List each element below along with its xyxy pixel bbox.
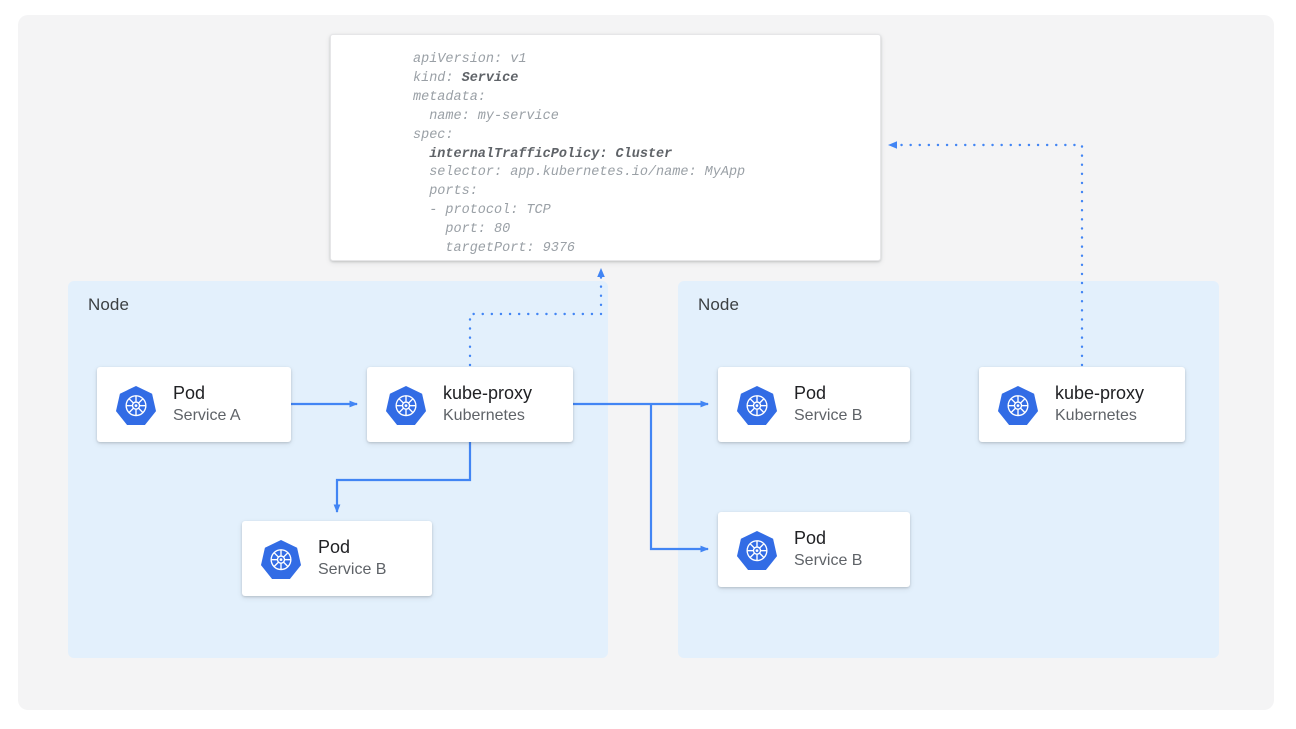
card-title: Pod xyxy=(794,528,827,549)
card-pod-service-b-remote-bottom[interactable]: Pod Service B xyxy=(718,512,910,587)
card-text-block: kube-proxy Kubernetes xyxy=(443,383,532,425)
card-title: Pod xyxy=(173,383,206,404)
card-title: kube-proxy xyxy=(1055,383,1145,404)
card-kube-proxy-left[interactable]: kube-proxy Kubernetes xyxy=(367,367,573,442)
node-container-left: Node xyxy=(68,281,608,658)
card-text-block: kube-proxy Kubernetes xyxy=(1055,383,1144,425)
card-pod-service-b-remote-top[interactable]: Pod Service B xyxy=(718,367,910,442)
node-label-left: Node xyxy=(88,295,130,314)
card-subtitle: Service A xyxy=(173,406,241,424)
card-text-block: Pod Service A xyxy=(173,383,241,425)
kubernetes-logo-icon xyxy=(115,384,157,426)
card-text-block: Pod Service B xyxy=(318,537,386,579)
card-subtitle: Service B xyxy=(318,560,387,578)
card-pod-service-b-local[interactable]: Pod Service B xyxy=(242,521,432,596)
card-title: Pod xyxy=(318,537,351,558)
kubernetes-logo-icon xyxy=(260,538,302,580)
kubernetes-logo-icon xyxy=(736,384,778,426)
card-kube-proxy-right[interactable]: kube-proxy Kubernetes xyxy=(979,367,1185,442)
node-container-right: Node xyxy=(678,281,1219,658)
card-subtitle: Kubernetes xyxy=(1055,406,1137,424)
card-text-block: Pod Service B xyxy=(794,528,862,570)
card-subtitle: Service B xyxy=(794,406,863,424)
service-yaml-card: apiVersion: v1 kind: Service metadata: n… xyxy=(330,34,881,261)
card-pod-service-a[interactable]: Pod Service A xyxy=(97,367,291,442)
service-yaml-text: apiVersion: v1 kind: Service metadata: n… xyxy=(413,52,746,257)
kubernetes-logo-icon xyxy=(385,384,427,426)
card-text-block: Pod Service B xyxy=(794,383,862,425)
kubernetes-logo-icon xyxy=(997,384,1039,426)
card-title: Pod xyxy=(794,383,827,404)
kubernetes-logo-icon xyxy=(736,529,778,571)
card-subtitle: Service B xyxy=(794,551,863,569)
card-title: kube-proxy xyxy=(443,383,533,404)
card-subtitle: Kubernetes xyxy=(443,406,525,424)
node-label-right: Node xyxy=(698,295,740,314)
